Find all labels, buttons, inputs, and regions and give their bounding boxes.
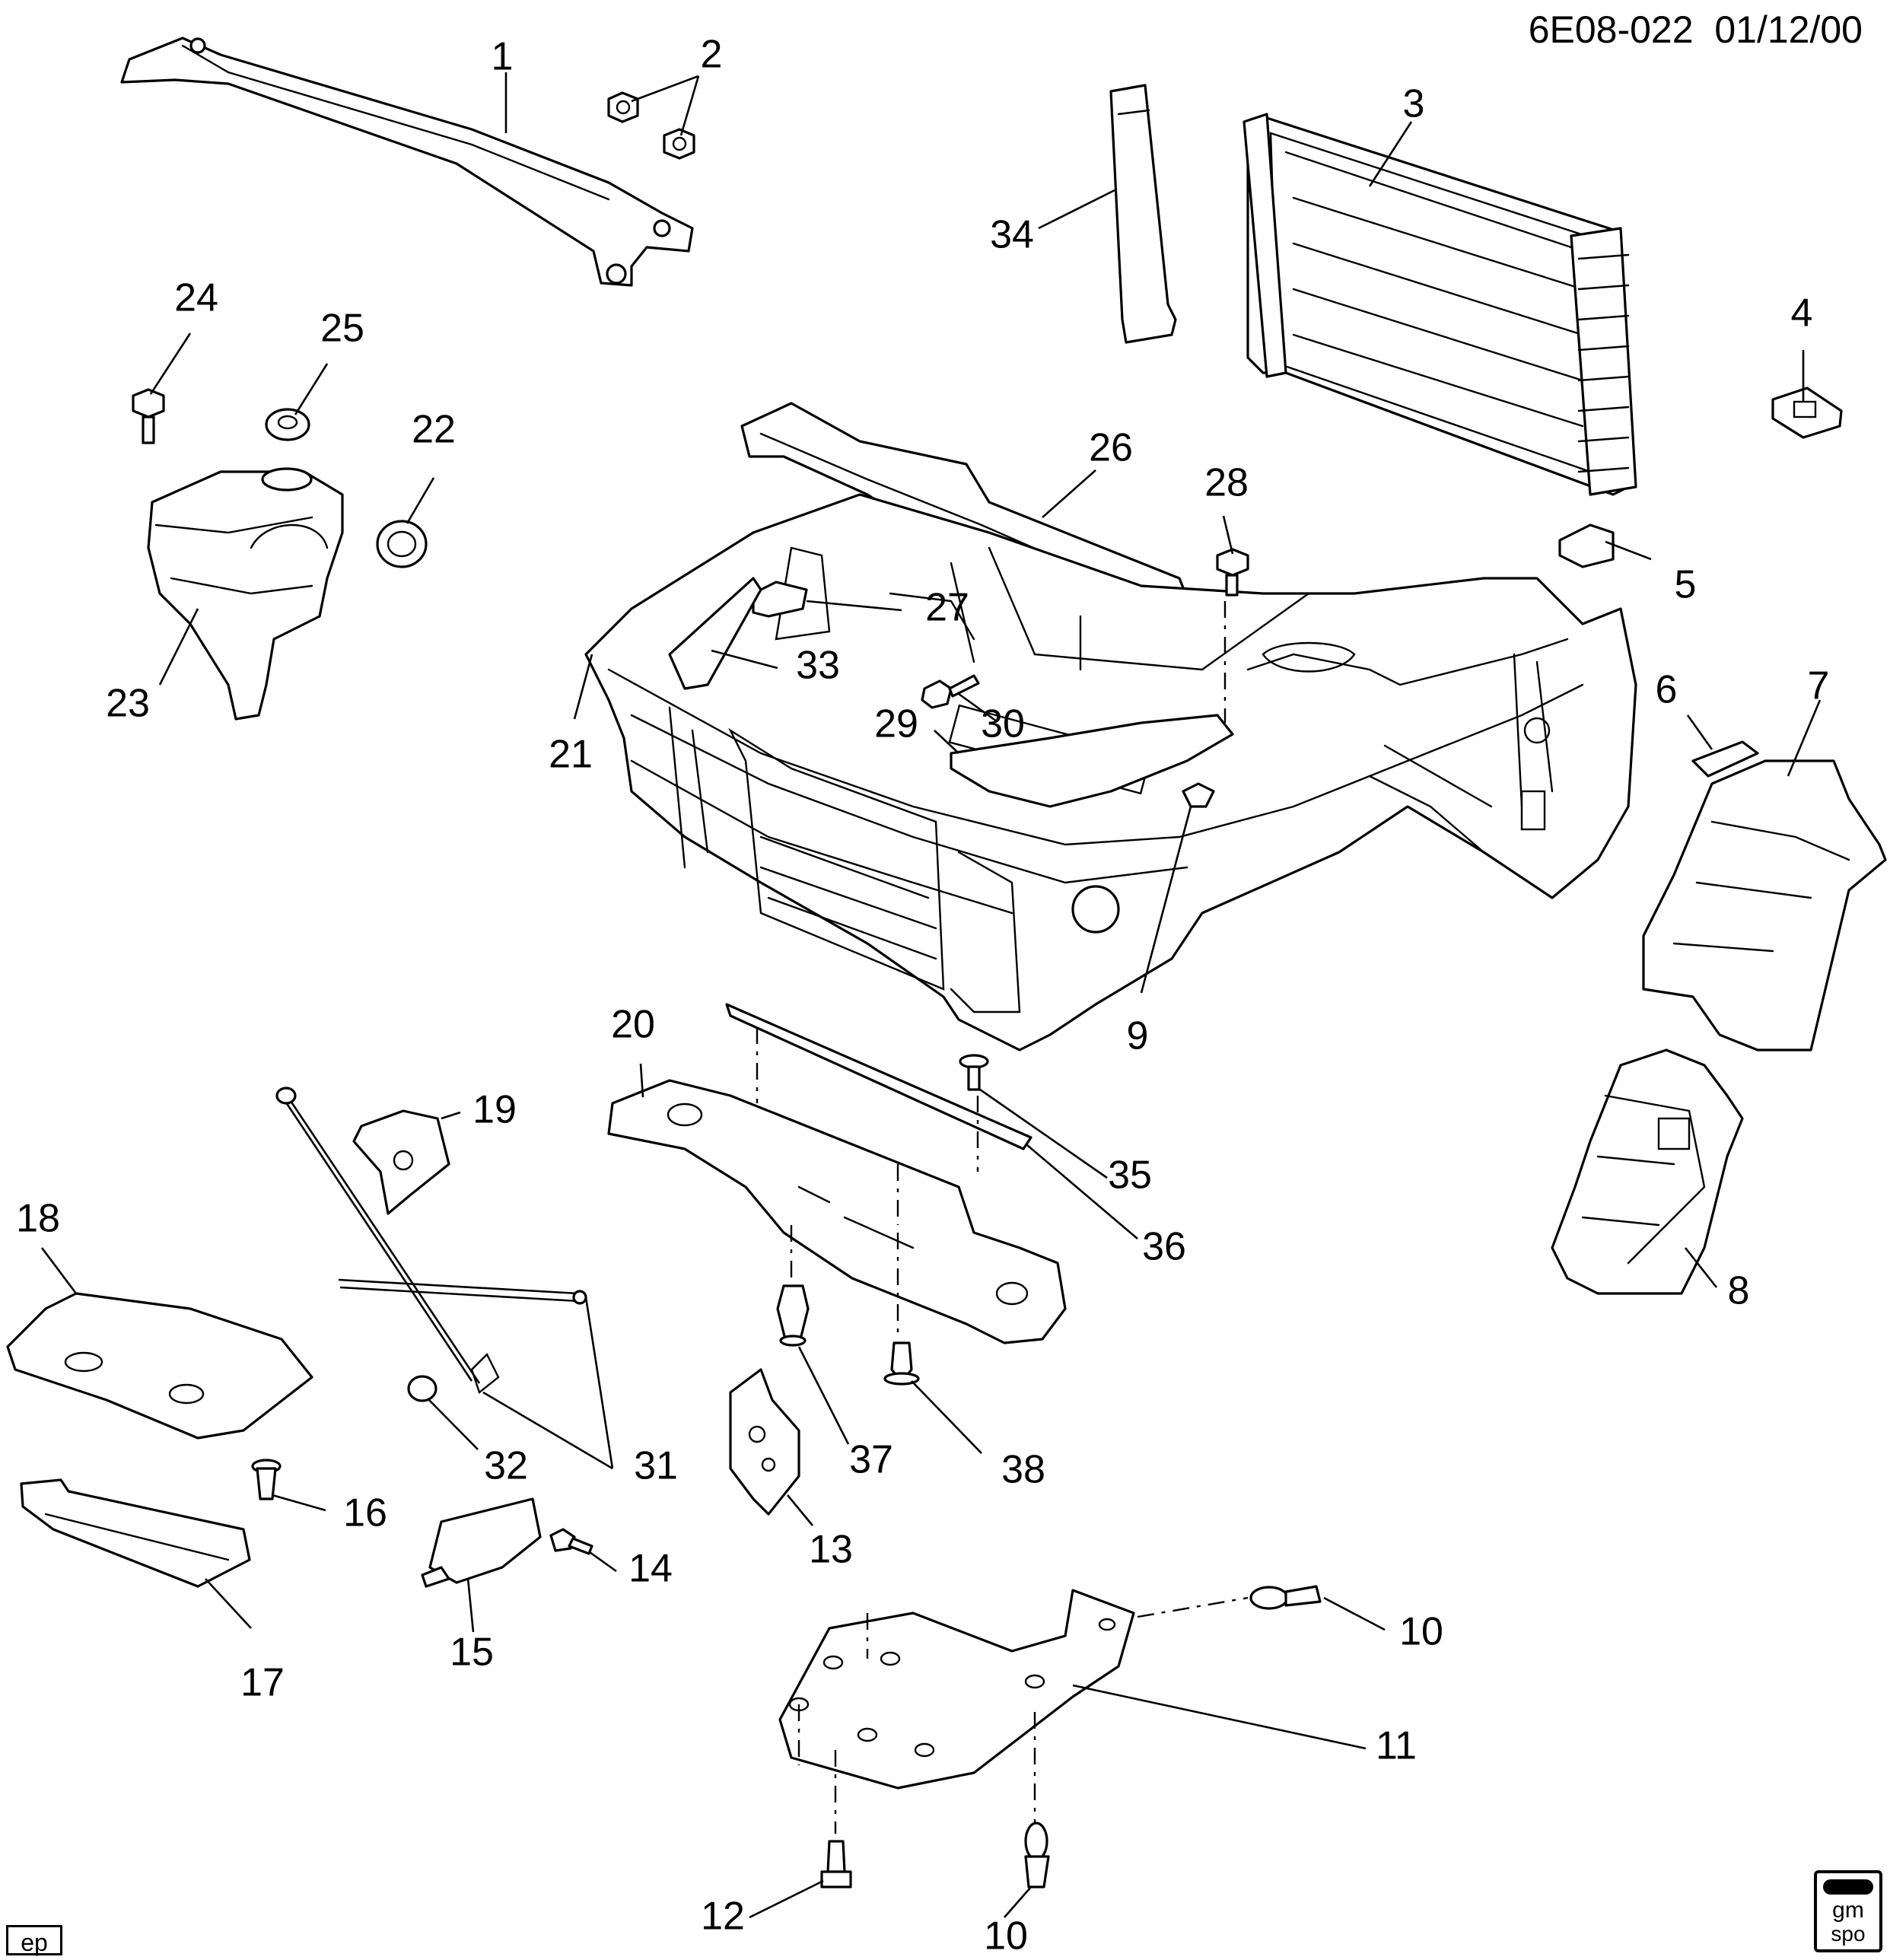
callout-17: 17 (240, 1661, 285, 1705)
part-36-seal-strip (725, 1003, 1032, 1150)
part-31-release-cable (275, 1087, 587, 1395)
part-24-bolt (132, 388, 165, 444)
callout-33: 33 (796, 644, 840, 688)
part-2-nuts (607, 91, 695, 160)
callout-16: 16 (343, 1491, 387, 1535)
part-18-lower-shield (6, 1292, 313, 1440)
part-19-hood-latch (352, 1109, 450, 1215)
callout-30: 30 (981, 702, 1025, 746)
part-32-nut (407, 1375, 438, 1402)
callout-11: 11 (1376, 1724, 1417, 1768)
part-4-bracket (1771, 387, 1843, 439)
part-20-lower-plate (607, 1079, 1067, 1344)
callout-32: 32 (484, 1444, 528, 1488)
callout-1: 1 (492, 35, 514, 79)
callout-23: 23 (106, 682, 150, 726)
part-5-clip (1558, 523, 1615, 568)
part-8-inner-panel (1551, 1048, 1744, 1295)
callout-5: 5 (1675, 563, 1697, 607)
part-3-radiator (1242, 113, 1637, 496)
part-33-brace (668, 577, 762, 690)
callout-6: 6 (1656, 668, 1678, 712)
drawing-date: 01/12/00 (1714, 8, 1863, 51)
part-23-coolant-reservoir (147, 467, 344, 721)
part-15-switch (421, 1497, 542, 1588)
illustrator-tag: ep (6, 1925, 62, 1956)
callout-4: 4 (1791, 291, 1813, 336)
part-7-splash-shield (1642, 759, 1887, 1052)
part-6-label (1691, 740, 1759, 778)
gm-spo-logo: gm spo (1814, 1870, 1882, 1952)
callout-15: 15 (450, 1631, 494, 1675)
part-17-deflector (20, 1478, 251, 1588)
callout-10-upper: 10 (1399, 1610, 1443, 1654)
callout-34: 34 (990, 213, 1034, 257)
drawing-header: 6E08-022 01/12/00 (1529, 8, 1863, 52)
callout-12: 12 (701, 1895, 745, 1939)
callout-28: 28 (1204, 461, 1249, 505)
alignment-lines (756, 601, 1249, 1834)
part-34-baffle (1109, 84, 1177, 344)
leader-lines (40, 72, 1822, 1919)
callout-36: 36 (1142, 1225, 1186, 1269)
logo-spo-text: spo (1831, 1922, 1866, 1946)
part-27-bracket (752, 581, 808, 618)
callout-35: 35 (1108, 1153, 1152, 1198)
callout-20: 20 (611, 1003, 655, 1047)
callout-38: 38 (1001, 1448, 1045, 1492)
callout-10-lower: 10 (984, 1914, 1028, 1958)
callout-19: 19 (473, 1088, 517, 1132)
part-28-bolt (1216, 548, 1249, 597)
part-10-fastener-upper (1249, 1585, 1322, 1610)
callout-24: 24 (174, 276, 218, 320)
callout-22: 22 (412, 408, 456, 452)
part-30-bolt (921, 674, 980, 709)
part-1-tie-bar (120, 37, 694, 287)
part-38-push-pin (883, 1341, 920, 1386)
part-25-grommet (265, 408, 310, 441)
part-35-screw (959, 1054, 989, 1091)
callout-29: 29 (874, 702, 918, 746)
part-9-clip (1182, 782, 1215, 808)
callout-labels: 1 2 3 4 5 6 7 8 9 10 10 11 12 13 14 15 1… (16, 33, 1829, 1958)
part-22-clamp (376, 520, 428, 568)
callout-25: 25 (320, 307, 364, 351)
callout-8: 8 (1728, 1269, 1750, 1313)
part-13-latch (729, 1368, 800, 1516)
callout-18: 18 (16, 1197, 60, 1241)
callout-31: 31 (634, 1444, 678, 1488)
part-16-push-pin (251, 1459, 282, 1500)
callout-27: 27 (925, 586, 969, 630)
callout-13: 13 (809, 1528, 853, 1572)
drawing-number: 6E08-022 (1528, 8, 1694, 51)
part-37-push-pin (776, 1284, 810, 1347)
callout-3: 3 (1403, 82, 1425, 126)
part-11-skid-plate (778, 1589, 1135, 1790)
callout-37: 37 (849, 1438, 893, 1482)
part-14-bolt (549, 1528, 593, 1555)
part-29-bracket (950, 714, 1234, 808)
callout-2: 2 (701, 33, 723, 77)
callout-9: 9 (1127, 1014, 1149, 1058)
callout-21: 21 (549, 733, 593, 777)
part-12-screw (820, 1840, 852, 1888)
part-10-fastener-lower (1024, 1822, 1050, 1888)
callout-26: 26 (1089, 426, 1133, 470)
callout-7: 7 (1808, 664, 1830, 708)
logo-bar (1823, 1879, 1873, 1895)
callout-14: 14 (628, 1547, 673, 1591)
logo-gm-text: gm (1832, 1898, 1864, 1923)
